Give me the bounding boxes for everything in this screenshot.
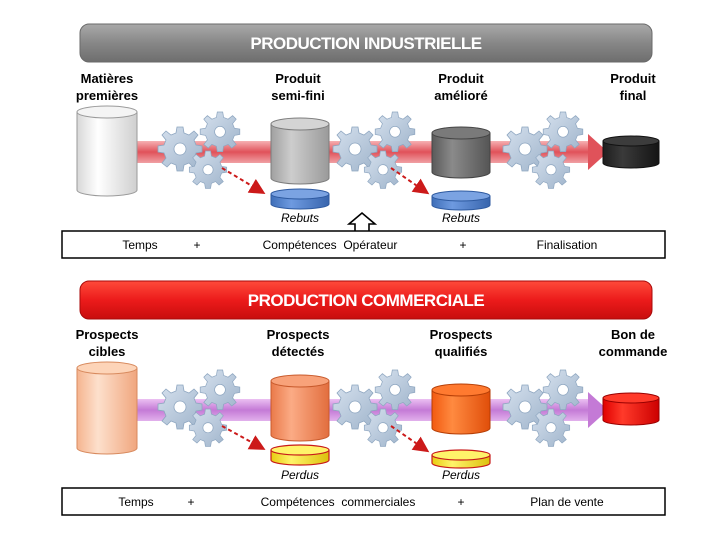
industrial-stage-2-label: Produit bbox=[275, 71, 321, 86]
bottom-bar-text: + bbox=[459, 238, 466, 252]
commercial-loss-label: Perdus bbox=[281, 468, 319, 482]
industrial-stage-3-label: amélioré bbox=[434, 88, 487, 103]
gear-icon bbox=[199, 369, 241, 410]
cylinder-icon bbox=[602, 392, 660, 426]
industrial-stage-1-label: Matières bbox=[81, 71, 134, 86]
gear-icon bbox=[188, 408, 228, 447]
loss-disc-icon bbox=[270, 188, 330, 210]
commercial-stage-3-label: Prospects bbox=[430, 327, 493, 342]
commercial-banner: PRODUCTION COMMERCIALE bbox=[79, 280, 653, 320]
bottom-bar-text: + bbox=[187, 495, 194, 509]
industrial-section: PRODUCTION INDUSTRIELLE bbox=[61, 23, 666, 259]
gear-icon bbox=[531, 408, 571, 447]
dashed-arrow-icon bbox=[221, 425, 266, 450]
commercial-bottom-bar: Temps + Compétences commerciales + Plan … bbox=[61, 487, 666, 516]
commercial-stage-4-label: Bon de bbox=[611, 327, 655, 342]
commercial-section: PRODUCTION COMMERCIALE bbox=[61, 280, 668, 516]
cylinder-icon bbox=[602, 135, 660, 169]
cylinder-icon bbox=[270, 117, 330, 185]
gear-icon bbox=[374, 369, 416, 410]
bottom-bar-text: Compétences Opérateur bbox=[263, 238, 398, 252]
commercial-stage-1-label: Prospects bbox=[76, 327, 139, 342]
gear-icon bbox=[363, 150, 403, 189]
bottom-bar-text: Temps bbox=[122, 238, 157, 252]
gear-icon bbox=[374, 111, 416, 152]
industrial-title: PRODUCTION INDUSTRIELLE bbox=[250, 34, 481, 53]
industrial-gears bbox=[157, 111, 584, 189]
gear-icon bbox=[531, 150, 571, 189]
industrial-loss-label: Rebuts bbox=[281, 211, 319, 225]
cylinder-icon bbox=[431, 383, 491, 435]
industrial-stage-2-label: semi-fini bbox=[271, 88, 324, 103]
dashed-arrow-icon bbox=[390, 167, 430, 195]
cylinder-icon bbox=[431, 126, 491, 179]
commercial-stage-2-label: détectés bbox=[272, 344, 325, 359]
bottom-bar-text: Compétences commerciales bbox=[261, 495, 416, 509]
commercial-stage-2-label: Prospects bbox=[267, 327, 330, 342]
bottom-bar-text: Plan de vente bbox=[530, 495, 604, 509]
cylinder-icon bbox=[76, 105, 138, 197]
commercial-stage-3-label: qualifiés bbox=[435, 344, 488, 359]
cylinder-icon bbox=[76, 361, 138, 455]
bottom-bar-text: Temps bbox=[118, 495, 153, 509]
industrial-loss-label: Rebuts bbox=[442, 211, 480, 225]
commercial-gears bbox=[157, 369, 584, 447]
gear-icon bbox=[542, 111, 584, 152]
loss-disc-icon bbox=[431, 449, 491, 469]
loss-disc-icon bbox=[270, 444, 330, 466]
industrial-bottom-bar: Temps + Compétences Opérateur + Finalisa… bbox=[61, 230, 666, 259]
industrial-stage-4-label: Produit bbox=[610, 71, 656, 86]
bottom-bar-text: + bbox=[457, 495, 464, 509]
gear-icon bbox=[363, 408, 403, 447]
commercial-stage-1-label: cibles bbox=[89, 344, 126, 359]
loss-disc-icon bbox=[431, 190, 491, 211]
commercial-stage-4-label: commande bbox=[599, 344, 668, 359]
industrial-stage-1-label: premières bbox=[76, 88, 138, 103]
industrial-banner: PRODUCTION INDUSTRIELLE bbox=[79, 23, 653, 63]
bottom-bar-text: + bbox=[193, 238, 200, 252]
commercial-title: PRODUCTION COMMERCIALE bbox=[248, 291, 485, 310]
bottom-bar-text: Finalisation bbox=[537, 238, 598, 252]
commercial-loss-label: Perdus bbox=[442, 468, 480, 482]
gear-icon bbox=[188, 150, 228, 189]
industrial-stage-3-label: Produit bbox=[438, 71, 484, 86]
dashed-arrow-icon bbox=[221, 167, 266, 195]
gear-icon bbox=[199, 111, 241, 152]
gear-icon bbox=[542, 369, 584, 410]
industrial-stage-4-label: final bbox=[620, 88, 647, 103]
up-arrow-icon bbox=[346, 211, 378, 232]
cylinder-icon bbox=[270, 374, 330, 442]
dashed-arrow-icon bbox=[390, 425, 430, 453]
